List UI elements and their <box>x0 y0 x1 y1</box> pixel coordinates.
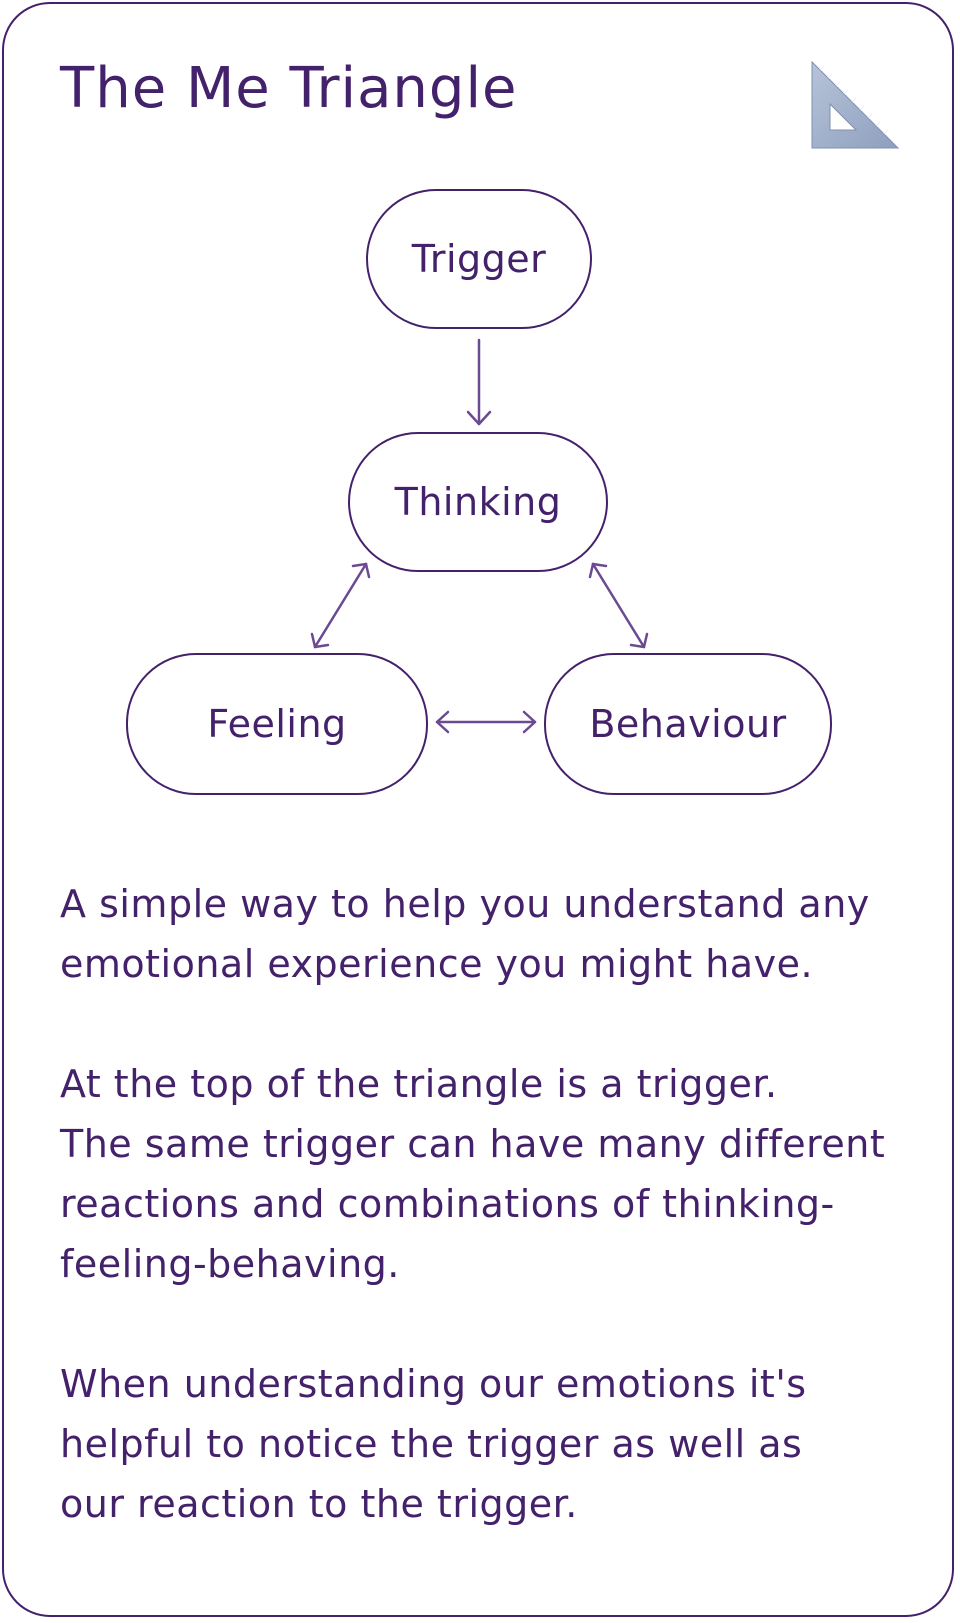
paragraph-line: When understanding our emotions it's <box>60 1362 807 1406</box>
paragraph-line: At the top of the triangle is a trigger. <box>60 1062 778 1106</box>
paragraph-line: helpful to notice the trigger as well as <box>60 1422 803 1466</box>
node-behaviour-label: Behaviour <box>589 702 787 746</box>
paragraph-line: emotional experience you might have. <box>60 942 814 986</box>
paragraph-line: our reaction to the trigger. <box>60 1482 578 1526</box>
node-trigger-label: Trigger <box>411 237 547 281</box>
node-feeling: Feeling <box>126 653 428 795</box>
set-square-icon <box>811 60 900 149</box>
node-behaviour: Behaviour <box>544 653 832 795</box>
node-thinking-label: Thinking <box>394 480 562 524</box>
node-thinking: Thinking <box>348 432 608 572</box>
paragraph-line: A simple way to help you understand any <box>60 882 870 926</box>
node-feeling-label: Feeling <box>207 702 347 746</box>
node-trigger: Trigger <box>366 189 592 329</box>
page-title: The Me Triangle <box>60 56 518 121</box>
paragraph-intro: A simple way to help you understand any … <box>60 874 920 994</box>
paragraph-line: The same trigger can have many different <box>60 1122 886 1166</box>
paragraph-line: reactions and combinations of thinking- <box>60 1182 835 1226</box>
paragraph-reaction: When understanding our emotions it's hel… <box>60 1354 920 1534</box>
paragraph-trigger: At the top of the triangle is a trigger.… <box>60 1054 920 1294</box>
paragraph-line: feeling-behaving. <box>60 1242 400 1286</box>
